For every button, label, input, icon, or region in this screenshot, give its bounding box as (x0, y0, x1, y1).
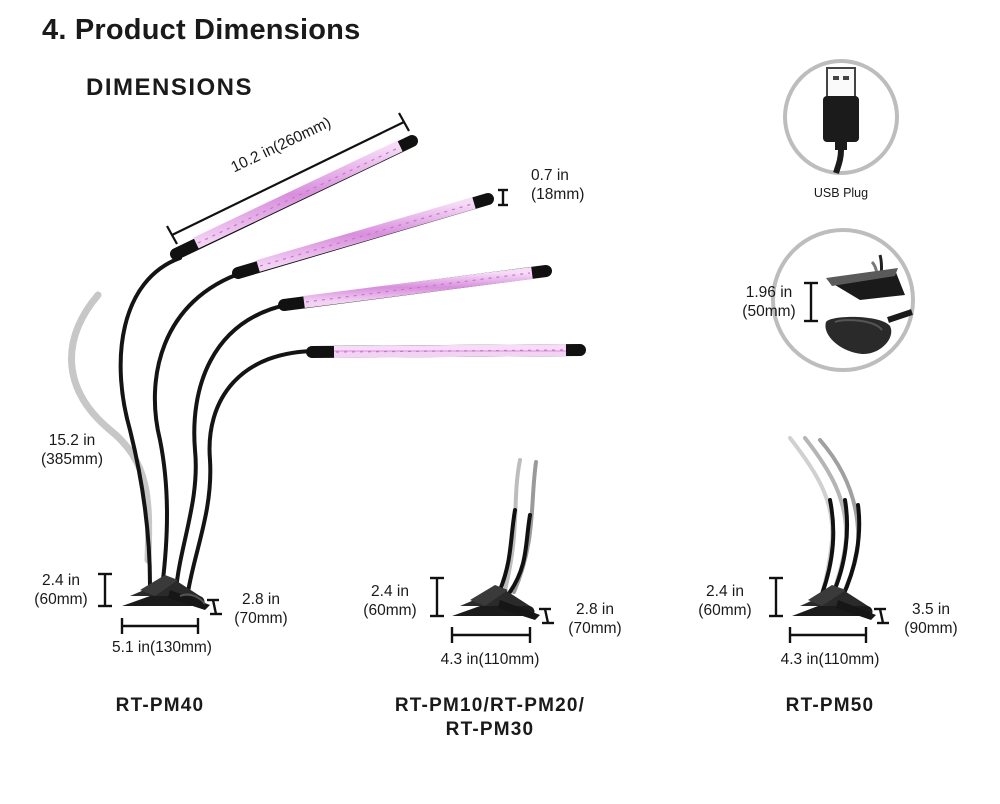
depth-bracket-pm40 (207, 598, 222, 616)
light-bar-1 (170, 135, 418, 260)
height-label-pm50: 2.4 in (60mm) (698, 583, 752, 619)
clip-detail-icon (771, 228, 915, 372)
model-name-pm40: RT-PM40 (115, 695, 205, 716)
usb-plug-label: USB Plug (813, 186, 869, 200)
height-label-pm40: 2.4 in (60mm) (34, 572, 88, 608)
clip-base-pm10 (452, 585, 540, 620)
base-label-pm50: 4.3 in(110mm) (780, 651, 880, 668)
light-bar-2 (232, 193, 494, 279)
depth-label-pm10: 2.8 in (70mm) (568, 601, 622, 637)
model-name-pm10: RT-PM10/RT-PM20/ RT-PM30 (394, 695, 586, 740)
base-bracket-pm50 (788, 627, 868, 643)
gooseneck-cables-pm50 (788, 436, 862, 600)
depth-label-pm40: 2.8 in (70mm) (234, 591, 288, 627)
depth-bracket-pm10 (539, 607, 554, 625)
depth-bracket-pm50 (874, 607, 889, 625)
width-dimension-bracket (498, 188, 508, 207)
base-label-pm40: 5.1 in(130mm) (112, 639, 212, 656)
section-title: 4. Product Dimensions (42, 14, 361, 46)
gooseneck-cables-pm10 (498, 458, 538, 594)
clip-opening-bracket (804, 281, 818, 323)
height-bracket-pm10 (430, 576, 444, 618)
clip-base-pm40 (122, 575, 210, 610)
light-bar-3 (278, 265, 552, 311)
height-bracket-pm50 (769, 576, 783, 618)
tube-length-label: 15.2 in (385mm) (40, 432, 103, 468)
model-name-pm50: RT-PM50 (785, 695, 875, 716)
light-bar-4 (306, 344, 586, 358)
gooseneck-cables (118, 256, 322, 594)
height-label-pm10: 2.4 in (60mm) (363, 583, 417, 619)
depth-label-pm50: 3.5 in (90mm) (904, 601, 958, 637)
tube-length-guide (68, 291, 153, 564)
clip-opening-label: 1.96 in (50mm) (742, 284, 796, 320)
dimensions-heading: DIMENSIONS (86, 74, 254, 101)
height-bracket-pm40 (98, 572, 112, 608)
usb-plug-icon (783, 59, 899, 175)
base-bracket-pm40 (120, 618, 200, 634)
base-bracket-pm10 (450, 627, 532, 643)
clip-base-pm50 (792, 585, 876, 620)
length-dimension-line (166, 112, 410, 245)
base-label-pm10: 4.3 in(110mm) (440, 651, 540, 668)
bar-width-label: 0.7 in (18mm) (531, 167, 585, 203)
